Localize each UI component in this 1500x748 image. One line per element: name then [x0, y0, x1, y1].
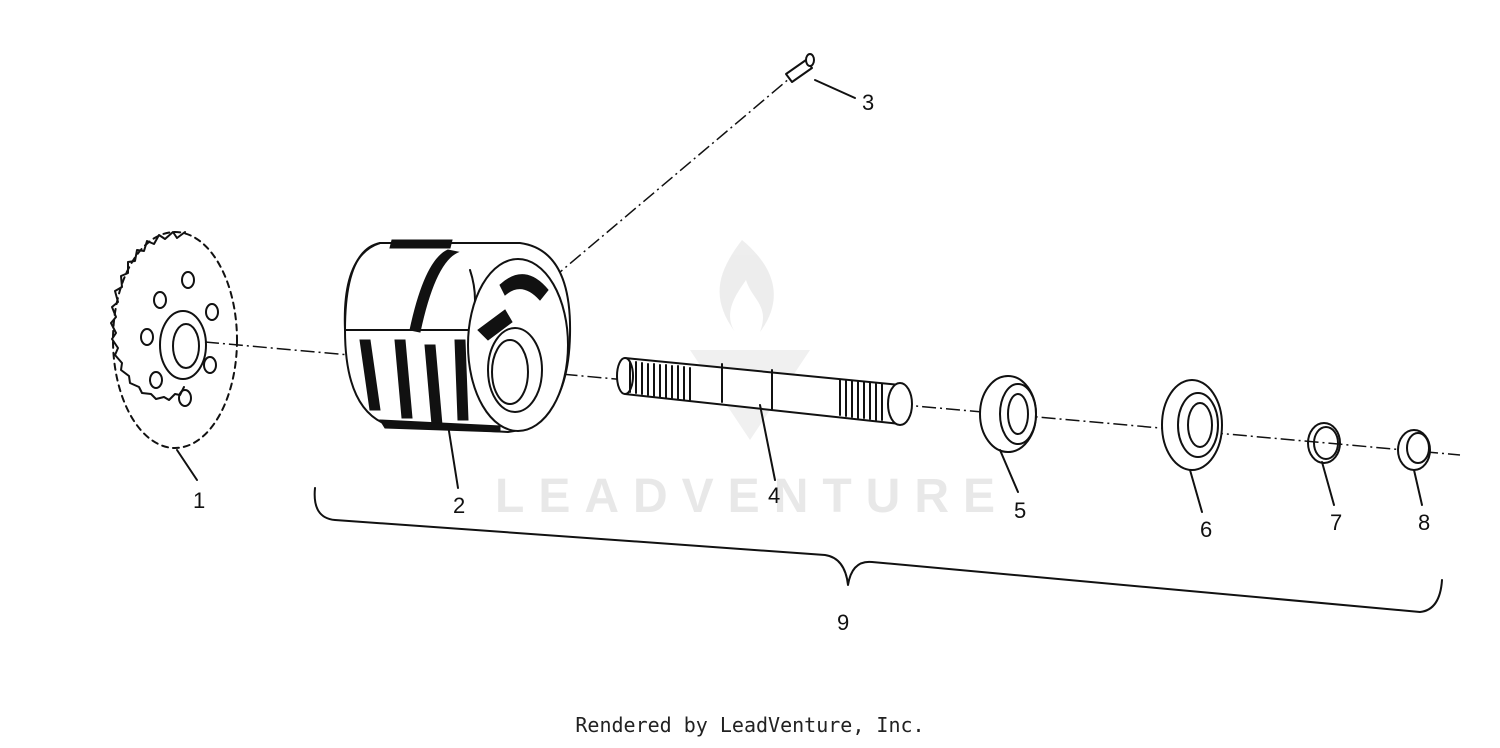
callout-4: 4	[768, 483, 780, 508]
callout-2: 2	[453, 493, 465, 518]
callout-6: 6	[1200, 517, 1212, 542]
bolt-axis-line	[514, 77, 791, 311]
bolt-part-3[interactable]	[785, 53, 815, 83]
bearing-part-5[interactable]	[979, 375, 1037, 453]
clutch-drum-part-2[interactable]	[343, 239, 572, 433]
callout-3: 3	[862, 90, 874, 115]
footer-credit: Rendered by LeadVenture, Inc.	[575, 713, 925, 737]
ring-part-7[interactable]	[1307, 422, 1341, 464]
assembly-bracket	[313, 487, 1443, 613]
callout-7: 7	[1330, 510, 1342, 535]
seal-part-6[interactable]	[1161, 379, 1223, 471]
watermark-text: LEADVENTURE	[495, 470, 1009, 523]
callout-1: 1	[193, 488, 205, 513]
bushing-part-8[interactable]	[1397, 429, 1431, 471]
splined-shaft-part-4[interactable]	[616, 357, 913, 426]
callout-9: 9	[837, 610, 849, 635]
leader-lines	[176, 79, 1423, 513]
callout-5: 5	[1014, 498, 1026, 523]
callout-8: 8	[1418, 510, 1430, 535]
sprocket-part-1[interactable]	[110, 231, 238, 449]
